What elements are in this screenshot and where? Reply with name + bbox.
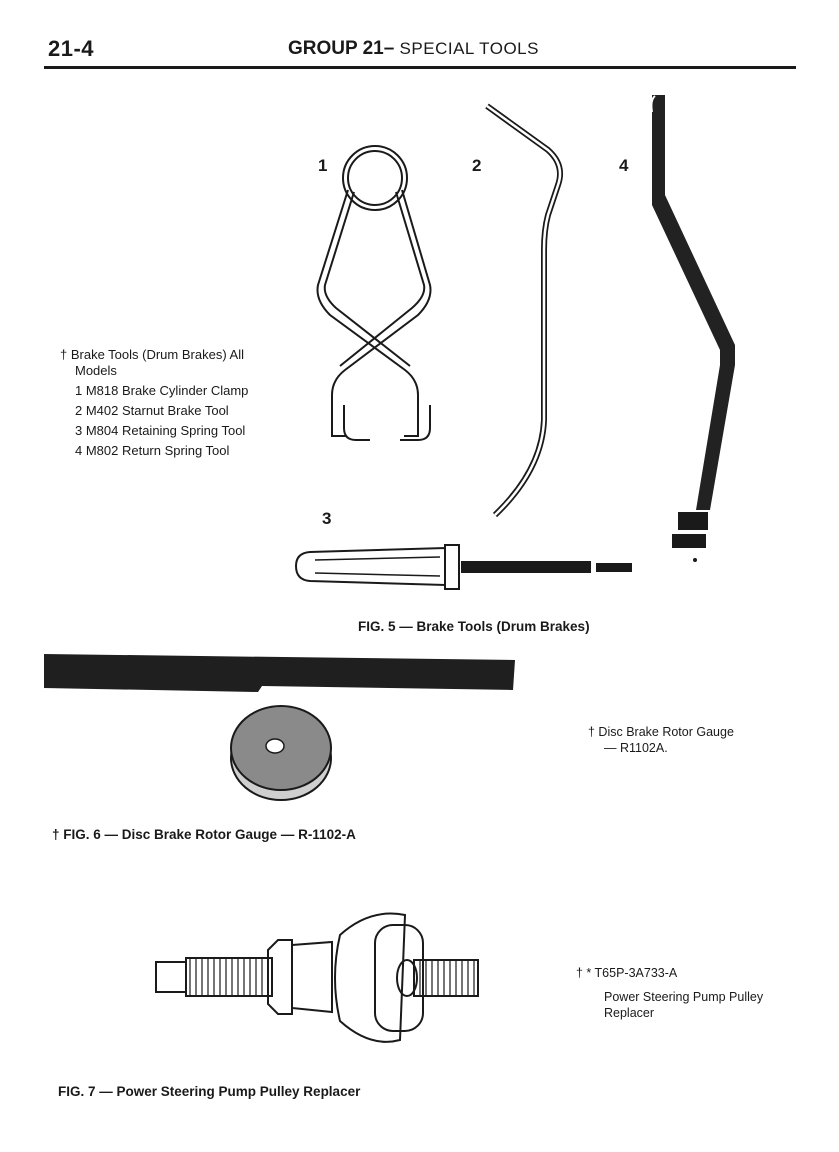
page-title: GROUP 21– SPECIAL TOOLS — [288, 38, 539, 60]
legend-item: 2 M402 Starnut Brake Tool — [75, 403, 229, 418]
section-label: SPECIAL TOOLS — [394, 39, 539, 58]
fig7-note-line2: Power Steering Pump Pulley — [604, 990, 764, 1004]
title-dash: – — [383, 38, 395, 59]
fig7-caption: FIG. 7 — Power Steering Pump Pulley Repl… — [58, 1084, 361, 1099]
fig7-note-line3: Replacer — [604, 1006, 655, 1020]
fig7-note: † * T65P-3A733-A Power Steering Pump Pul… — [576, 965, 763, 1021]
gauge-washer — [230, 705, 332, 801]
fig6-note: † Disc Brake Rotor Gauge — R1102A. — [588, 724, 734, 756]
callout-4: 4 — [619, 156, 629, 175]
fig6-note-line2: — R1102A. — [604, 741, 668, 755]
legend-item: 3 M804 Retaining Spring Tool — [75, 423, 246, 438]
fig5-legend: † Brake Tools (Drum Brakes) All Models 1… — [60, 345, 248, 461]
callout-2: 2 — [472, 156, 482, 175]
legend-title-cont: Models — [75, 363, 117, 378]
fig7-note-line1: † * T65P-3A733-A — [576, 966, 678, 980]
header-rule — [44, 66, 796, 69]
return-spring-tool-illustration — [650, 95, 735, 562]
fig6-note-line1: † Disc Brake Rotor Gauge — [588, 725, 734, 739]
group-label: GROUP 21 — [288, 38, 384, 59]
fig6-caption: † FIG. 6 — Disc Brake Rotor Gauge — R-11… — [52, 827, 356, 842]
starnut-brake-tool-illustration — [485, 103, 563, 518]
legend-item: 4 M802 Return Spring Tool — [75, 443, 230, 458]
legend-title: † Brake Tools (Drum Brakes) All — [60, 347, 244, 362]
callout-3: 3 — [322, 509, 332, 528]
legend-item: 1 M818 Brake Cylinder Clamp — [75, 383, 249, 398]
retaining-spring-tool-illustration — [294, 544, 632, 590]
page-number: 21-4 — [48, 36, 95, 61]
callout-1: 1 — [318, 156, 328, 175]
fig5-caption: FIG. 5 — Brake Tools (Drum Brakes) — [358, 619, 590, 634]
